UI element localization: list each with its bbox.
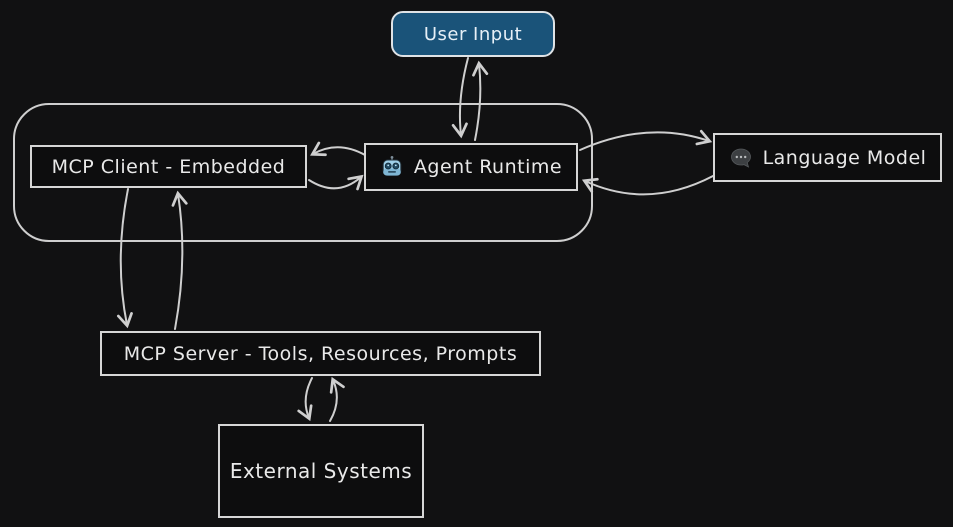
- arrow-runtime-to-userinput[interactable]: [472, 60, 489, 141]
- node-user-input[interactable]: User Input: [391, 11, 555, 57]
- speech-bubble-icon: [729, 146, 753, 170]
- node-mcp-client-label: MCP Client - Embedded: [51, 155, 286, 178]
- node-mcp-server-label: MCP Server - Tools, Resources, Prompts: [123, 342, 518, 365]
- node-language-model[interactable]: Language Model: [713, 133, 942, 182]
- arrow-languagemodel-to-runtime[interactable]: [581, 175, 714, 196]
- node-language-model-label: Language Model: [762, 146, 927, 169]
- node-external-systems-label: External Systems: [229, 459, 413, 483]
- arrow-client-to-runtime[interactable]: [308, 174, 364, 191]
- arrow-runtime-to-languagemodel[interactable]: [579, 129, 713, 151]
- robot-icon: [380, 155, 404, 179]
- arrow-server-to-external[interactable]: [297, 377, 313, 422]
- node-agent-runtime-label: Agent Runtime: [413, 156, 563, 178]
- node-mcp-client[interactable]: MCP Client - Embedded: [30, 145, 307, 188]
- node-mcp-server[interactable]: MCP Server - Tools, Resources, Prompts: [100, 331, 541, 376]
- arrow-server-to-client[interactable]: [171, 190, 188, 330]
- arrow-runtime-to-client[interactable]: [310, 141, 366, 157]
- arrow-userinput-to-runtime[interactable]: [451, 57, 469, 139]
- node-user-input-label: User Input: [423, 23, 523, 45]
- node-agent-runtime[interactable]: Agent Runtime: [364, 143, 578, 191]
- node-external-systems[interactable]: External Systems: [218, 424, 424, 518]
- agent-group-frame[interactable]: [13, 103, 593, 242]
- arrow-external-to-server[interactable]: [329, 376, 345, 422]
- arrow-client-to-server[interactable]: [116, 188, 133, 329]
